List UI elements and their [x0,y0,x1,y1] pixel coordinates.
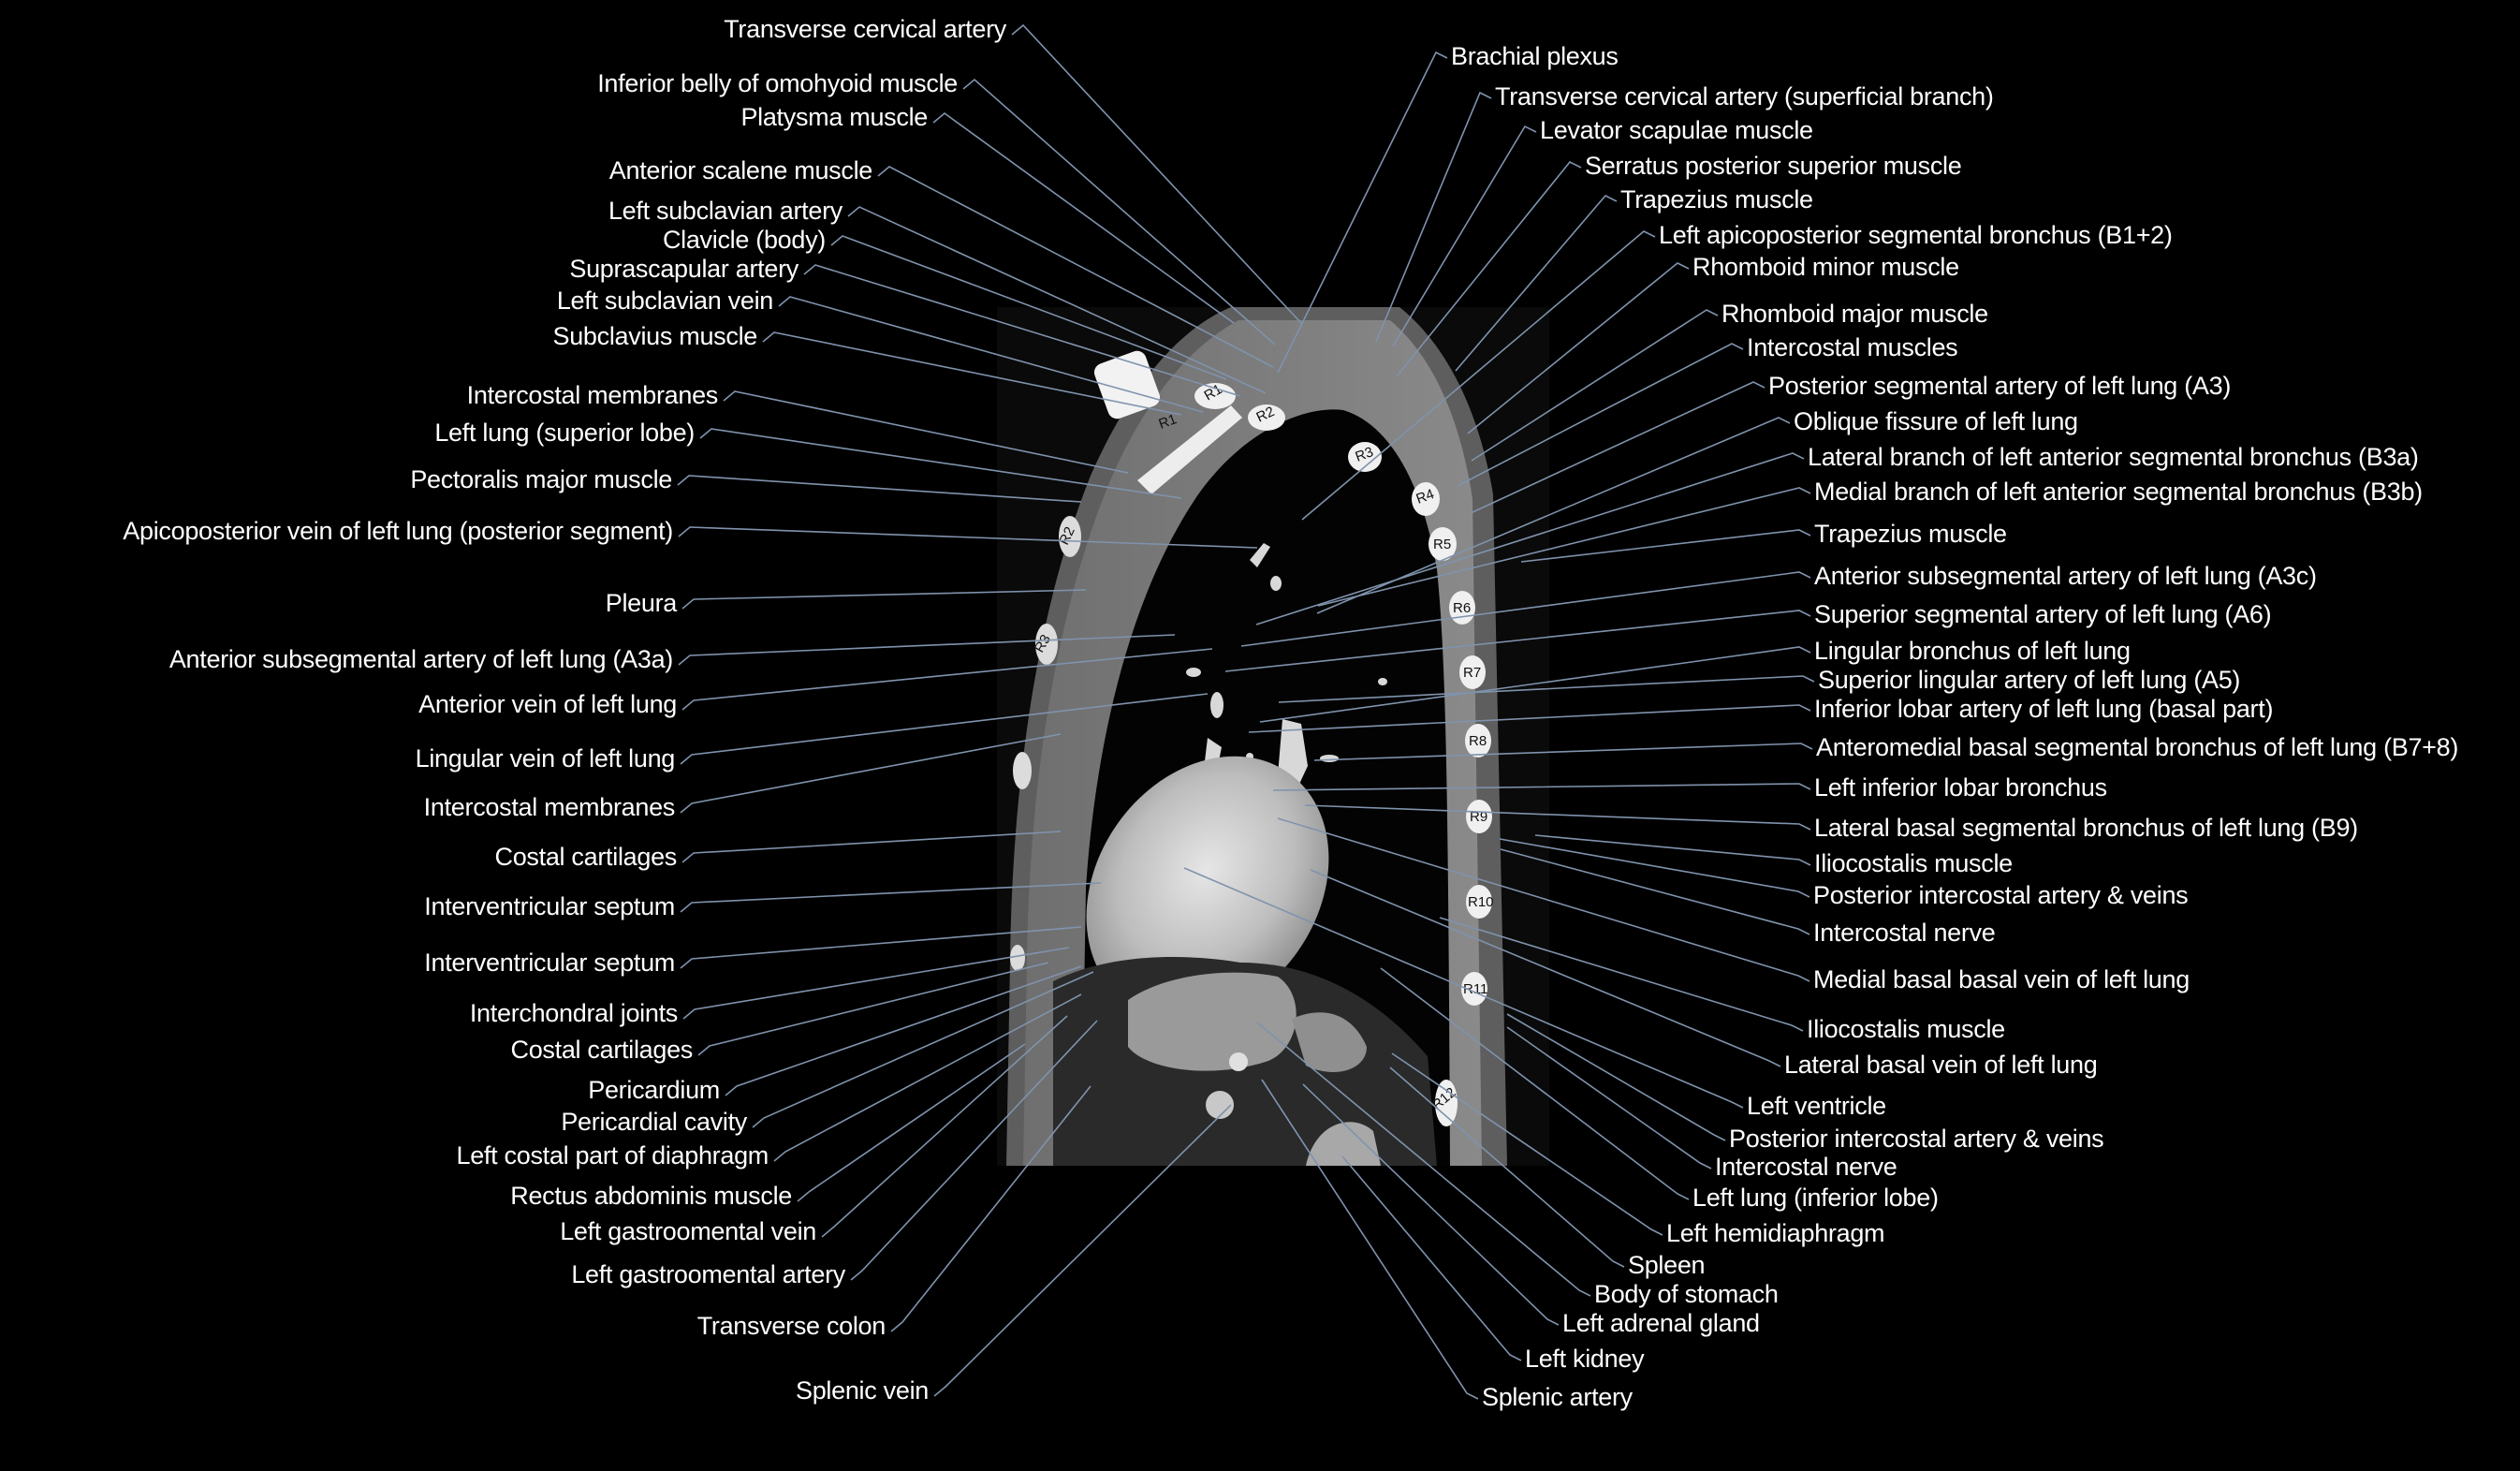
label-anterior-vein-of-left-lung: Anterior vein of left lung [418,690,677,718]
label-costal-cartilages: Costal cartilages [494,843,678,871]
label-rhomboid-minor-muscle: Rhomboid minor muscle [1692,253,1959,281]
label-splenic-vein: Splenic vein [796,1376,929,1405]
label-body-of-stomach: Body of stomach [1594,1280,1779,1308]
label-left-lung-superior-lobe: Left lung (superior lobe) [434,419,695,447]
label-medial-branch-of-left-anterior-segmental-bronchus-b3b: Medial branch of left anterior segmental… [1814,478,2423,506]
label-left-ventricle: Left ventricle [1747,1092,1886,1120]
label-suprascapular-artery: Suprascapular artery [569,255,798,283]
leader-line [1375,91,1492,343]
label-pleura: Pleura [605,589,678,617]
label-inferior-belly-of-omohyoid-muscle: Inferior belly of omohyoid muscle [597,69,958,97]
label-trapezius-muscle: Trapezius muscle [1620,185,1813,213]
label-levator-scapulae-muscle: Levator scapulae muscle [1540,116,1813,144]
label-transverse-cervical-artery: Transverse cervical artery [724,15,1006,43]
label-lingular-vein-of-left-lung: Lingular vein of left lung [415,744,676,772]
label-pectoralis-major-muscle: Pectoralis major muscle [410,465,672,493]
label-posterior-intercostal-artery-veins: Posterior intercostal artery & veins [1729,1125,2104,1153]
label-left-subclavian-vein: Left subclavian vein [556,287,773,315]
label-interchondral-joints: Interchondral joints [469,999,678,1027]
leader-line [1341,1155,1522,1361]
label-anterior-subsegmental-artery-of-left-lung-a3c: Anterior subsegmental artery of left lun… [1814,562,2317,590]
label-pericardium: Pericardium [588,1076,720,1104]
leader-line [1534,834,1811,866]
label-interventricular-septum: Interventricular septum [424,949,675,977]
leader-line [932,111,1235,324]
label-transverse-colon: Transverse colon [696,1312,886,1340]
rib-label-r10: R10 [1468,894,1494,910]
label-intercostal-membranes: Intercostal membranes [466,381,719,409]
label-subclavius-muscle: Subclavius muscle [552,322,758,350]
label-superior-segmental-artery-of-left-lung-a6: Superior segmental artery of left lung (… [1814,600,2272,628]
rib-label-r9: R9 [1470,809,1487,825]
label-medial-basal-basal-vein-of-left-lung: Medial basal basal vein of left lung [1813,965,2190,993]
rib-label-r7: R7 [1463,665,1481,681]
label-inferior-lobar-artery-of-left-lung-basal-part: Inferior lobar artery of left lung (basa… [1814,695,2274,723]
label-intercostal-nerve: Intercostal nerve [1813,919,1996,947]
label-superior-lingular-artery-of-left-lung-a5: Superior lingular artery of left lung (A… [1818,666,2241,694]
label-left-costal-part-of-diaphragm: Left costal part of diaphragm [456,1141,769,1169]
label-left-inferior-lobar-bronchus: Left inferior lobar bronchus [1814,773,2107,802]
label-transverse-cervical-artery-superficial-branch: Transverse cervical artery (superficial … [1495,82,1994,110]
leader-line [1011,23,1302,324]
label-left-apicoposterior-segmental-bronchus-b1-2: Left apicoposterior segmental bronchus (… [1659,221,2173,249]
label-apicoposterior-vein-of-left-lung-posterior-segment: Apicoposterior vein of left lung (poster… [123,517,673,545]
leader-line [797,1043,1026,1202]
label-left-subclavian-artery: Left subclavian artery [608,197,842,225]
label-lateral-branch-of-left-anterior-segmental-bronchus-b3a: Lateral branch of left anterior segmenta… [1808,443,2419,471]
label-oblique-fissure-of-left-lung: Oblique fissure of left lung [1794,407,2078,435]
label-brachial-plexus: Brachial plexus [1451,42,1619,70]
label-spleen: Spleen [1628,1251,1706,1279]
label-left-adrenal-gland: Left adrenal gland [1562,1309,1760,1337]
label-platysma-muscle: Platysma muscle [740,103,928,131]
rib-label-r11: R11 [1463,981,1487,997]
label-intercostal-nerve: Intercostal nerve [1715,1153,1897,1181]
label-lingular-bronchus-of-left-lung: Lingular bronchus of left lung [1814,637,2131,665]
label-intercostal-membranes: Intercostal membranes [423,793,676,821]
rib-label-r5: R5 [1433,537,1451,552]
ct-scan-illustration: R1 R2 R3 R4 R5 R6 R7 R8 R9 R10 R11 R12 R… [997,307,1549,1166]
label-lateral-basal-segmental-bronchus-of-left-lung-b9: Lateral basal segmental bronchus of left… [1814,814,2358,842]
label-trapezius-muscle: Trapezius muscle [1814,520,2007,548]
label-left-gastroomental-vein: Left gastroomental vein [560,1217,816,1245]
label-costal-cartilages: Costal cartilages [510,1036,694,1064]
rib-label-r2-posterior: R2 [1254,404,1278,426]
label-pericardial-cavity: Pericardial cavity [561,1108,747,1136]
label-anterior-scalene-muscle: Anterior scalene muscle [608,156,873,184]
ct-sagittal-image: R1 R2 R3 R4 R5 R6 R7 R8 R9 R10 R11 R12 R… [997,307,1549,1166]
label-posterior-intercostal-artery-veins: Posterior intercostal artery & veins [1813,881,2189,909]
label-interventricular-septum: Interventricular septum [424,892,675,920]
label-anterior-subsegmental-artery-of-left-lung-a3a: Anterior subsegmental artery of left lun… [168,645,673,673]
label-rhomboid-major-muscle: Rhomboid major muscle [1722,300,1988,328]
rib-label-r1-anterior: R1 [1157,411,1179,433]
label-lateral-basal-vein-of-left-lung: Lateral basal vein of left lung [1784,1051,2098,1079]
label-splenic-artery: Splenic artery [1482,1383,1633,1411]
label-left-lung-inferior-lobe: Left lung (inferior lobe) [1692,1184,1939,1212]
rib-label-r8: R8 [1469,733,1487,749]
label-serratus-posterior-superior-muscle: Serratus posterior superior muscle [1585,152,1962,180]
label-left-kidney: Left kidney [1525,1345,1645,1373]
leader-line [1520,529,1811,563]
label-rectus-abdominis-muscle: Rectus abdominis muscle [510,1182,792,1210]
label-left-hemidiaphragm: Left hemidiaphragm [1666,1219,1885,1247]
label-clavicle-body: Clavicle (body) [662,226,826,254]
leader-line [962,78,1276,346]
label-posterior-segmental-artery-of-left-lung-a3: Posterior segmental artery of left lung … [1768,372,2232,400]
label-iliocostalis-muscle: Iliocostalis muscle [1807,1015,2005,1043]
label-iliocostalis-muscle: Iliocostalis muscle [1814,849,2013,877]
label-left-gastroomental-artery: Left gastroomental artery [571,1260,845,1288]
rib-label-r6: R6 [1453,600,1471,616]
label-intercostal-muscles: Intercostal muscles [1747,333,1958,361]
label-anteromedial-basal-segmental-bronchus-of-left-lung-b7-8: Anteromedial basal segmental bronchus of… [1816,733,2459,761]
leader-line [697,962,1049,1056]
